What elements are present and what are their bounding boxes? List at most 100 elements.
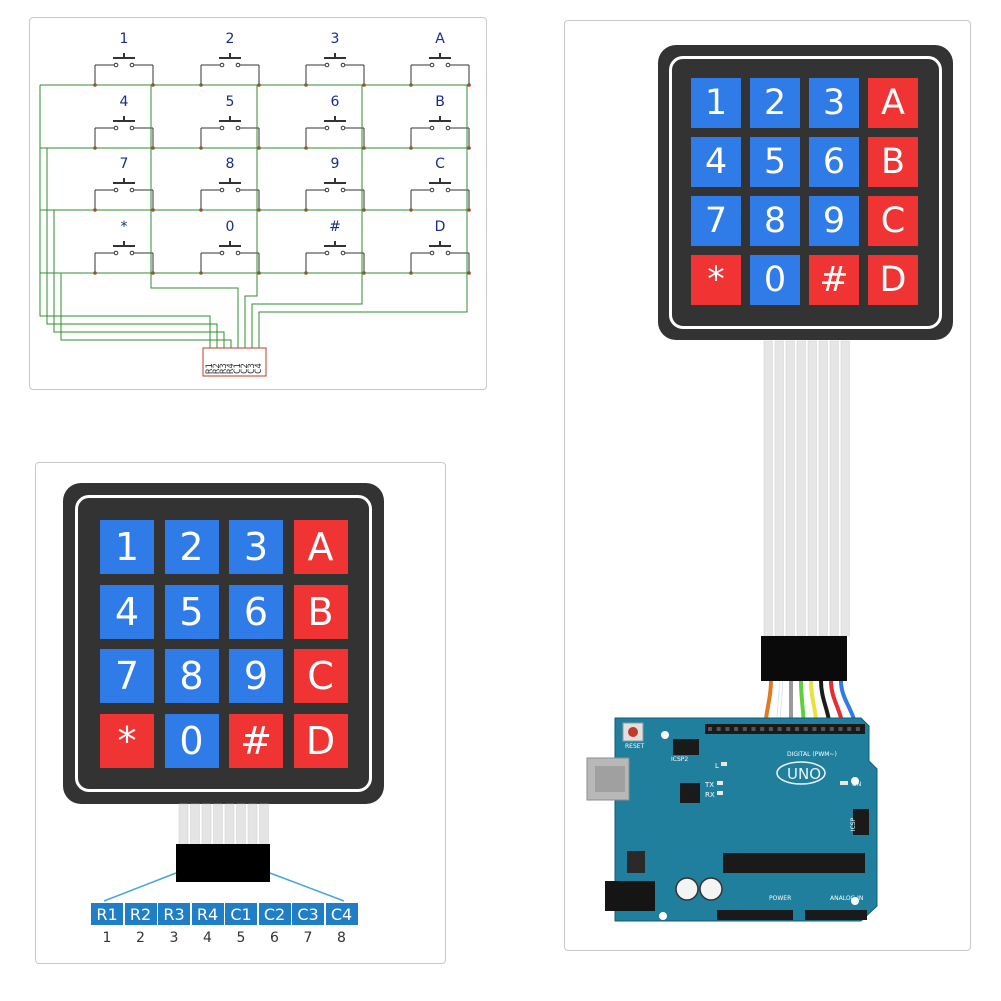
ribbon-cable-pinout <box>103 803 345 902</box>
switch-contact <box>219 125 225 131</box>
switch-contact <box>340 187 346 193</box>
switch-7 <box>93 178 155 212</box>
power-header <box>717 910 793 920</box>
key-star[interactable]: * <box>100 713 154 768</box>
header-pin <box>716 727 721 731</box>
key-8[interactable]: 8 <box>164 649 219 703</box>
switch-contact <box>429 62 435 68</box>
switch-contact <box>429 125 435 131</box>
key-7[interactable]: 7 <box>100 649 154 703</box>
header-pin <box>803 727 808 731</box>
switch-contact <box>129 187 135 193</box>
key-star[interactable]: * <box>691 255 741 305</box>
schematic-key-label: D <box>434 219 446 235</box>
switch-9 <box>304 178 366 212</box>
pin-label-r2: R2 <box>124 903 157 925</box>
key-4[interactable]: 4 <box>691 137 741 187</box>
pin-label-c4: C4 <box>325 903 358 925</box>
board-name-label: UNO <box>787 765 822 783</box>
key-9[interactable]: 9 <box>809 196 859 246</box>
switch-contact <box>129 125 135 131</box>
pin-label-c2: C2 <box>258 903 291 925</box>
switch-d <box>409 241 471 275</box>
key-2[interactable]: 2 <box>750 78 800 128</box>
key-0[interactable]: 0 <box>164 713 219 768</box>
mount-hole <box>661 731 669 739</box>
key-hash[interactable]: # <box>809 255 859 305</box>
reset-button-cap <box>628 727 638 737</box>
schematic-key-label: 6 <box>330 94 340 110</box>
pin-number: 7 <box>303 930 313 946</box>
ribbon-strand <box>190 803 200 847</box>
header-pin <box>760 727 765 731</box>
switch-a <box>409 53 471 87</box>
key-1[interactable]: 1 <box>691 78 741 128</box>
key-c[interactable]: C <box>868 196 918 246</box>
key-8[interactable]: 8 <box>750 196 800 246</box>
key-4[interactable]: 4 <box>100 584 154 639</box>
switch-contact <box>324 250 330 256</box>
key-3[interactable]: 3 <box>229 520 283 574</box>
header-pin <box>777 727 782 731</box>
key-2[interactable]: 2 <box>164 520 219 574</box>
pin-number: 3 <box>169 930 179 946</box>
led-l <box>721 762 727 766</box>
ribbon-strand <box>774 340 784 637</box>
schematic-key-label: 3 <box>330 31 340 47</box>
led-on <box>840 781 848 785</box>
switch-contact <box>219 187 225 193</box>
key-7[interactable]: 7 <box>691 196 741 246</box>
icsp-header <box>853 809 869 835</box>
key-b[interactable]: B <box>293 584 348 639</box>
key-6[interactable]: 6 <box>809 137 859 187</box>
key-1[interactable]: 1 <box>100 520 154 574</box>
mount-hole <box>851 897 859 905</box>
usb-port-inner <box>595 766 625 792</box>
schematic-key-label: A <box>435 31 445 47</box>
key-d[interactable]: D <box>293 713 348 768</box>
capacitor <box>675 877 699 901</box>
atmega-chip <box>723 853 865 873</box>
pin-label-c1: C1 <box>225 903 257 925</box>
pin-label-r4: R4 <box>191 903 224 925</box>
switch-c <box>409 178 471 212</box>
key-a[interactable]: A <box>293 520 348 574</box>
switch-8 <box>199 178 261 212</box>
icsp2-label: ICSP2 <box>671 756 689 763</box>
pin-number: 1 <box>102 930 112 946</box>
callout-line-left <box>103 872 177 902</box>
key-c[interactable]: C <box>293 649 348 703</box>
key-6[interactable]: 6 <box>229 584 283 639</box>
key-b[interactable]: B <box>868 137 918 187</box>
schematic-key-label: 4 <box>119 94 129 110</box>
column-wire <box>258 85 468 348</box>
ribbon-strand <box>236 803 246 847</box>
pin-label-r3: R3 <box>158 903 190 925</box>
key-d[interactable]: D <box>868 255 918 305</box>
key-3[interactable]: 3 <box>809 78 859 128</box>
header-pin <box>725 727 730 731</box>
keypad-border <box>669 56 942 329</box>
ribbon-strand <box>224 803 235 847</box>
ribbon-strand <box>818 340 828 637</box>
header-pin <box>847 727 852 731</box>
key-5[interactable]: 5 <box>164 584 219 639</box>
key-hash[interactable]: # <box>229 713 283 768</box>
switch-hash <box>304 241 366 275</box>
icsp2-header <box>673 739 699 755</box>
switch-contact <box>429 250 435 256</box>
key-a[interactable]: A <box>868 78 918 128</box>
key-0[interactable]: 0 <box>750 255 800 305</box>
switch-star <box>93 241 155 275</box>
switch-2 <box>199 53 261 87</box>
pin-number: 6 <box>270 930 279 946</box>
header-pin <box>734 727 739 731</box>
mount-hole <box>851 777 859 785</box>
key-5[interactable]: 5 <box>750 137 800 187</box>
key-9[interactable]: 9 <box>229 649 283 703</box>
switch-contact <box>129 250 135 256</box>
switch-contact <box>445 125 451 131</box>
